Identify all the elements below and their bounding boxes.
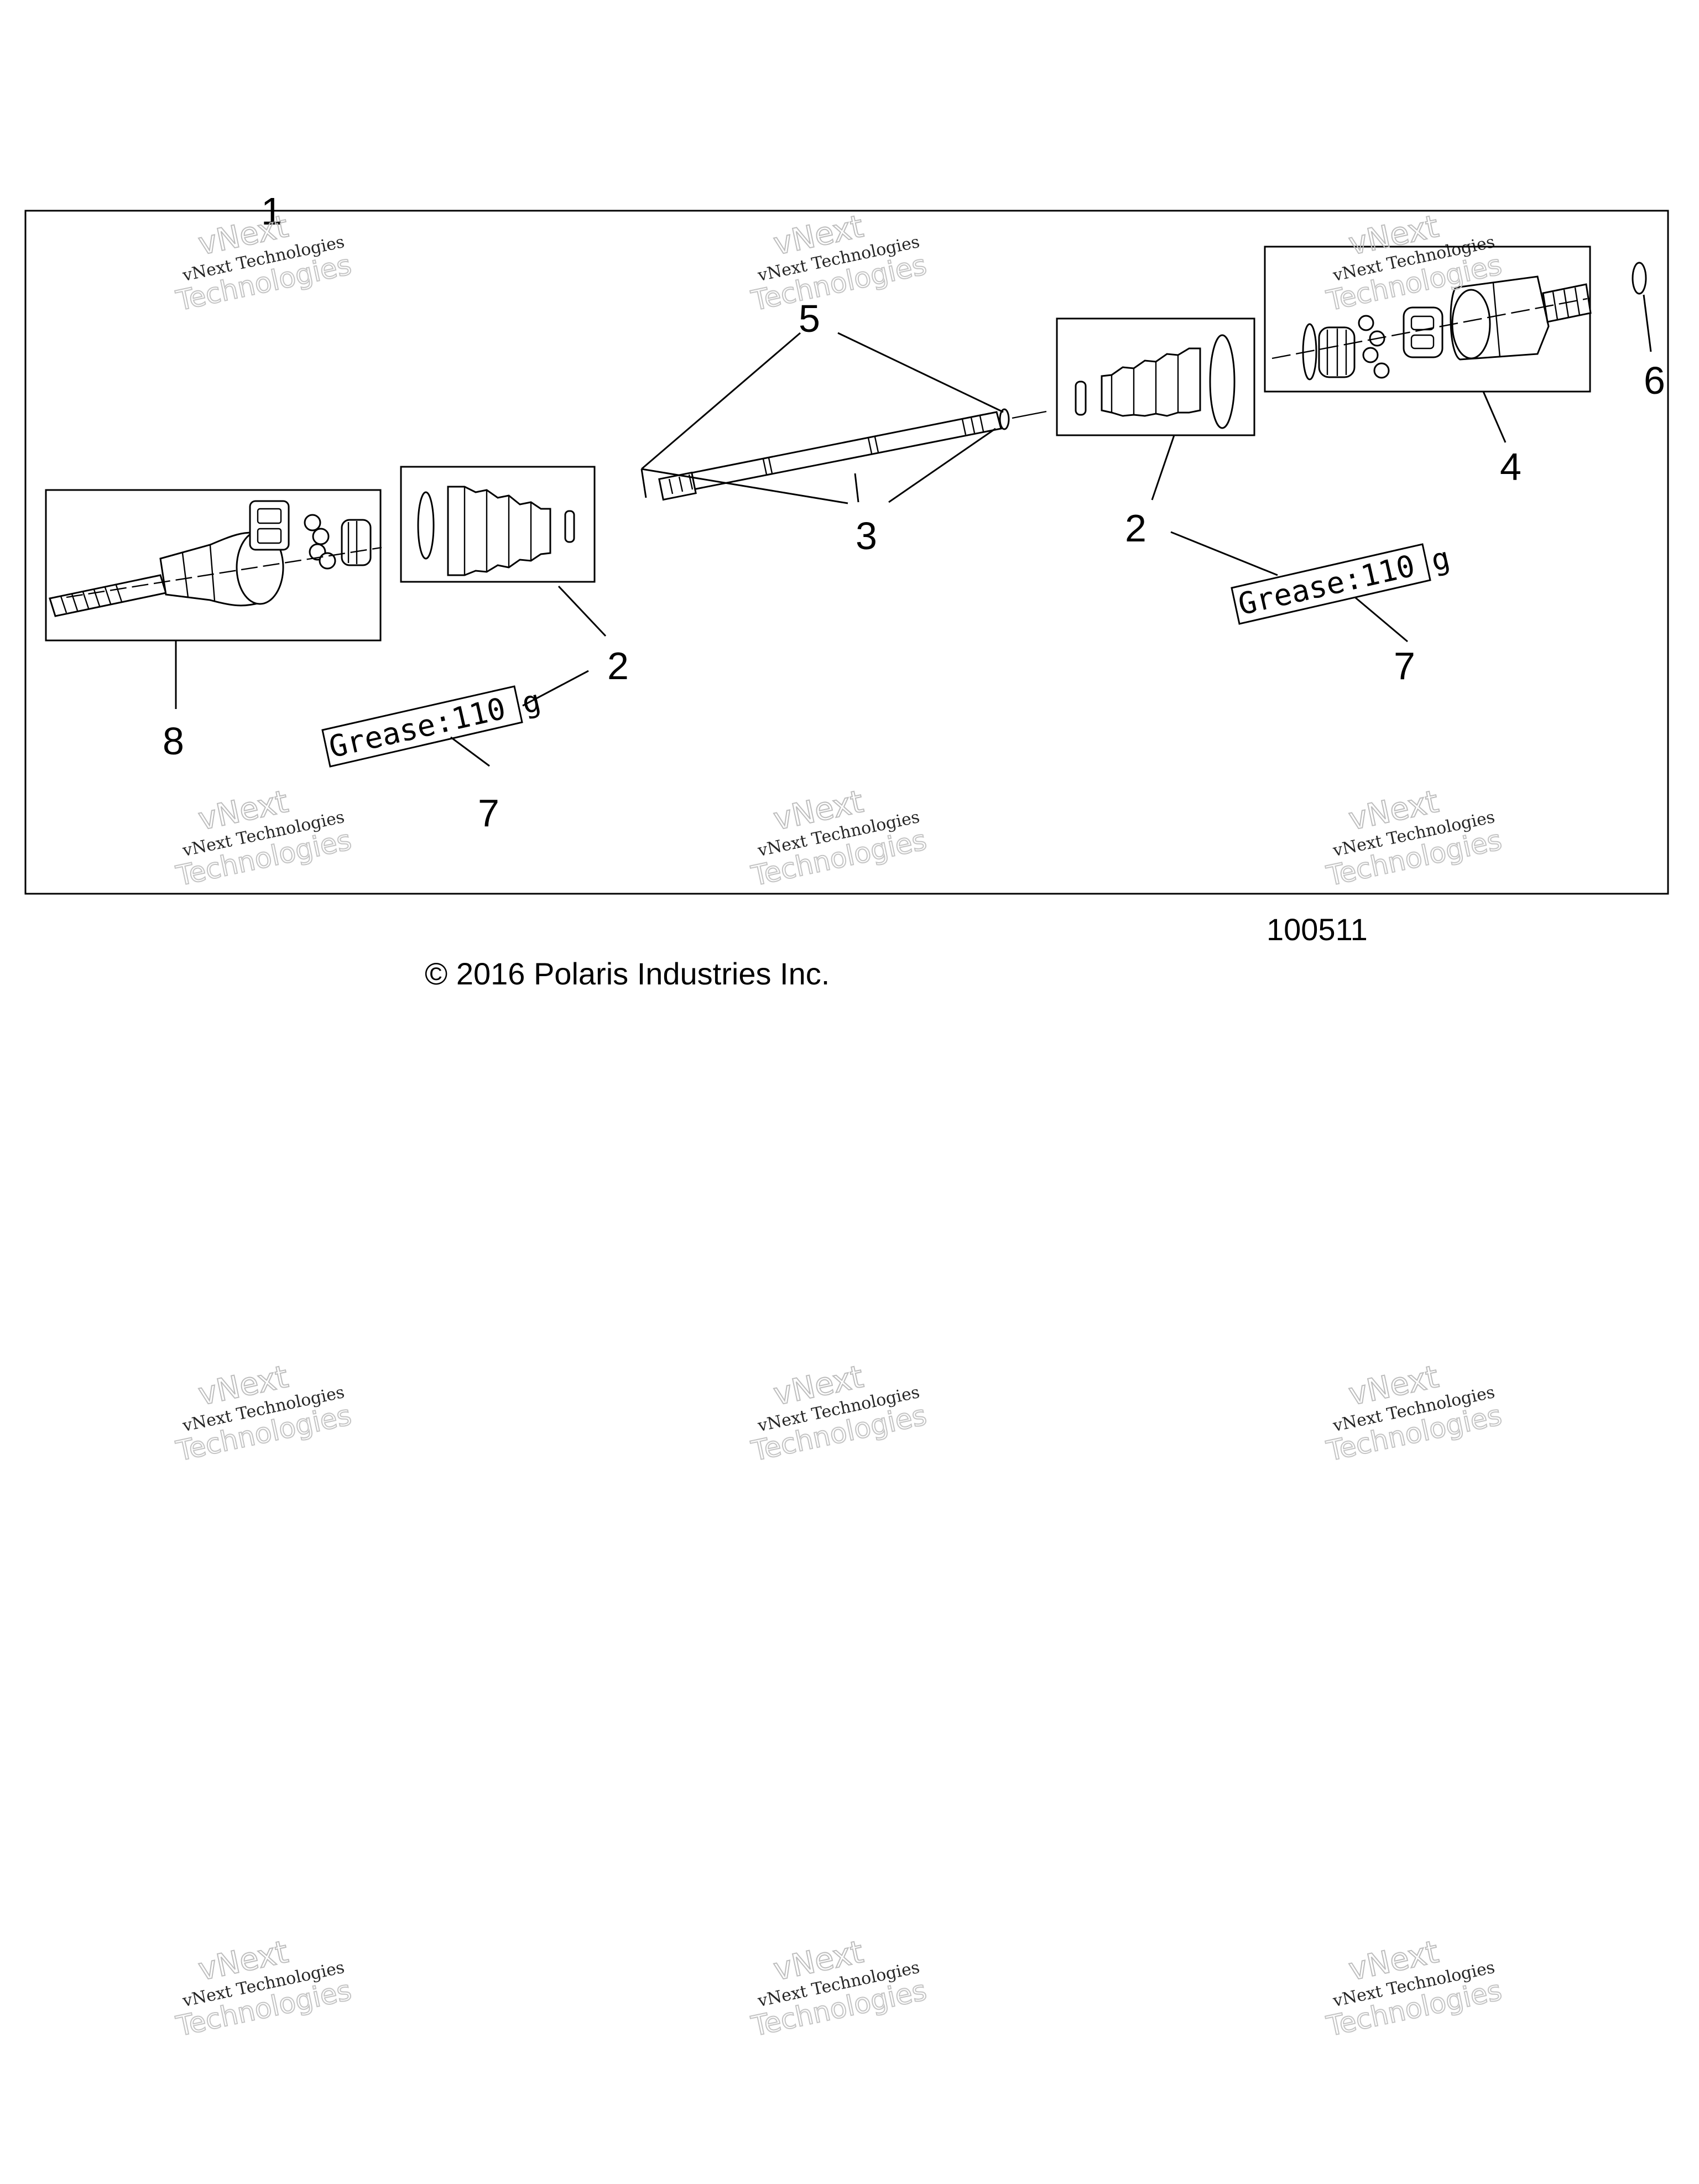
- boot-kit-left-group: [400, 466, 596, 583]
- callout-7-left: 7: [478, 791, 499, 835]
- callout-1: 1: [261, 190, 283, 233]
- leader-lines: [175, 294, 1652, 767]
- drawing-number: 100511: [1267, 912, 1368, 947]
- callout-8: 8: [163, 720, 184, 763]
- grease-label-right-text: Grease:110 g: [1235, 540, 1453, 622]
- watermark-2-3: vNext vNext Technologies Technologies: [1323, 783, 1505, 893]
- watermark-4-1: vNext vNext Technologies Technologies: [173, 1933, 355, 2043]
- circlip-part-6: [1632, 262, 1647, 295]
- outer-cage: [249, 500, 290, 551]
- watermark-2-2: vNext vNext Technologies Technologies: [748, 783, 930, 893]
- boot-kit-right-box: [1056, 317, 1255, 436]
- boot-kit-right-group: [1056, 317, 1255, 436]
- assembly-frame: [24, 210, 1669, 895]
- callout-7-right: 7: [1394, 644, 1415, 687]
- cv-joint-inner-box: [1264, 246, 1591, 393]
- watermark-3-1: vNext vNext Technologies Technologies: [173, 1358, 355, 1468]
- cv-joint-inner-group: [1264, 246, 1592, 393]
- axle-shaft: [660, 411, 1002, 496]
- watermark-3-2: vNext vNext Technologies Technologies: [748, 1358, 930, 1468]
- callout-2-right: 2: [1125, 507, 1146, 550]
- callout-4: 4: [1500, 445, 1521, 488]
- watermark-2-1: vNext vNext Technologies Technologies: [173, 783, 355, 893]
- cv-joint-outer-box: [45, 489, 382, 642]
- watermark-1-2: vNext vNext Technologies Technologies: [748, 208, 930, 317]
- callout-6: 6: [1644, 359, 1665, 402]
- grease-label-right-group: Grease:110 g: [1231, 540, 1453, 625]
- axle-shaft-group: [658, 408, 1047, 501]
- watermark-4-2: vNext vNext Technologies Technologies: [748, 1933, 930, 2043]
- boot-right: [1101, 347, 1201, 417]
- watermark-4-3: vNext vNext Technologies Technologies: [1323, 1933, 1505, 2043]
- copyright-notice: © 2016 Polaris Industries Inc.: [425, 956, 830, 991]
- grease-label-left-group: Grease:110 g: [321, 683, 544, 768]
- watermark-3-3: vNext vNext Technologies Technologies: [1323, 1358, 1505, 1468]
- boot-kit-left-box: [400, 466, 596, 583]
- grease-label-left: [321, 685, 523, 768]
- callout-5: 5: [799, 297, 820, 340]
- inner-cage: [1403, 306, 1443, 358]
- watermark-1-1: vNext vNext Technologies Technologies: [173, 208, 355, 317]
- callout-3: 3: [856, 514, 877, 557]
- cv-joint-outer-group: [45, 489, 382, 642]
- grease-label-left-text: Grease:110 g: [326, 683, 544, 765]
- grease-label-right: [1231, 543, 1431, 625]
- callout-2-left: 2: [607, 644, 629, 687]
- boot-left: [447, 486, 551, 576]
